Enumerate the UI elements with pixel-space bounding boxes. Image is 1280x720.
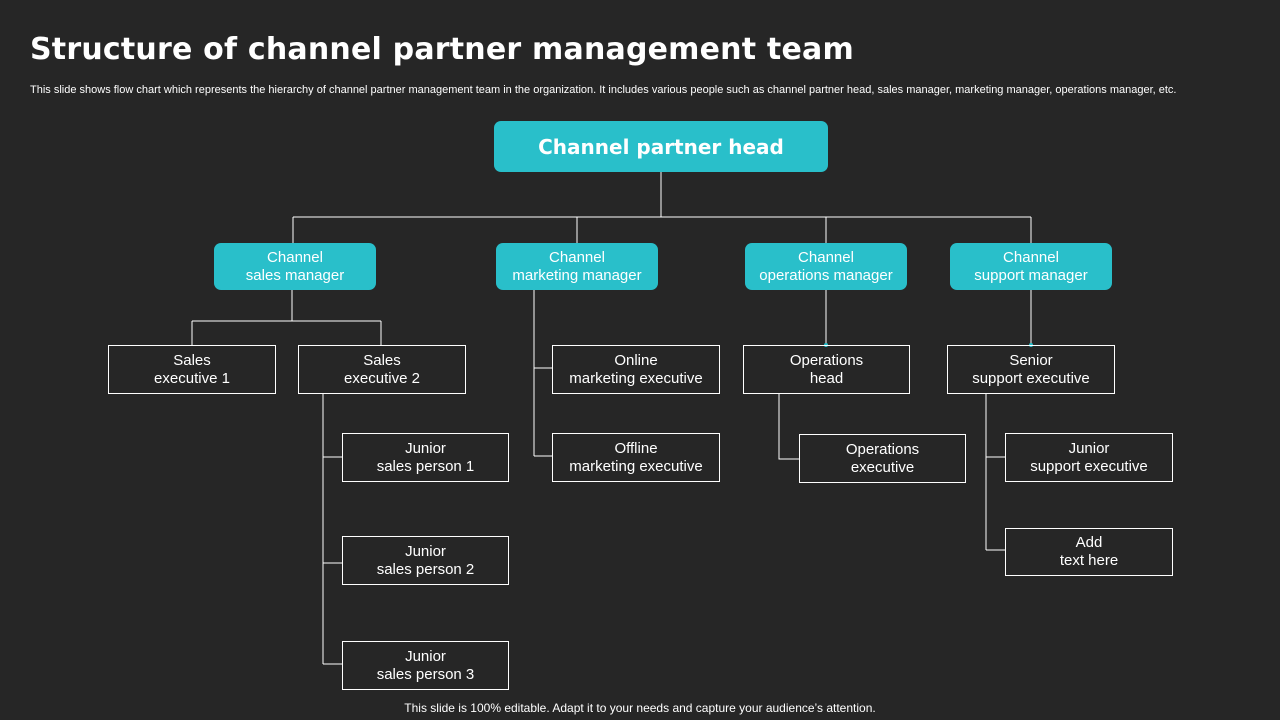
sales-manager-box[interactable]: Channel sales manager: [214, 243, 376, 290]
junior-sales-person-1-line1: Junior: [405, 439, 446, 457]
offline-marketing-line1: Offline: [614, 439, 658, 457]
marketing-manager-box[interactable]: Channel marketing manager: [496, 243, 658, 290]
support-manager-box[interactable]: Channel support manager: [950, 243, 1112, 290]
junior-sales-person-2-line2: sales person 2: [376, 560, 475, 578]
slide-footer: This slide is 100% editable. Adapt it to…: [404, 701, 876, 715]
connector-operations-spine: [778, 393, 799, 460]
sales-executive-2-box[interactable]: Sales executive 2: [298, 345, 466, 394]
sales-executive-1-line2: executive 1: [154, 369, 230, 387]
junior-sales-person-1-box[interactable]: Junior sales person 1: [342, 433, 509, 482]
junior-sales-person-1-line2: sales person 1: [376, 457, 475, 475]
offline-marketing-executive-box[interactable]: Offline marketing executive: [552, 433, 720, 482]
sales-manager-line2: sales manager: [245, 266, 345, 284]
junior-sales-person-3-line1: Junior: [405, 647, 446, 665]
operations-head-box[interactable]: Operations head: [743, 345, 910, 394]
sales-executive-1-box[interactable]: Sales executive 1: [108, 345, 276, 394]
operations-manager-box[interactable]: Channel operations manager: [745, 243, 907, 290]
marketing-manager-line2: marketing manager: [512, 266, 642, 284]
offline-marketing-line2: marketing executive: [569, 457, 703, 475]
slide-title: Structure of channel partner management …: [30, 32, 854, 67]
junior-support-line2: support executive: [1030, 457, 1148, 475]
add-text-line2: text here: [1059, 552, 1119, 569]
operations-manager-line2: operations manager: [759, 266, 893, 284]
sales-executive-2-line1: Sales: [363, 351, 401, 369]
operations-executive-line2: executive: [850, 458, 915, 476]
junior-sales-person-2-line1: Junior: [405, 542, 446, 560]
junior-sales-person-3-box[interactable]: Junior sales person 3: [342, 641, 509, 690]
channel-partner-head-label: Channel partner head: [538, 134, 784, 159]
senior-support-line2: support executive: [972, 369, 1090, 387]
junior-support-executive-box[interactable]: Junior support executive: [1005, 433, 1173, 482]
online-marketing-line2: marketing executive: [569, 369, 703, 387]
senior-support-line1: Senior: [1009, 351, 1053, 369]
add-text-placeholder-box[interactable]: Add text here: [1005, 528, 1173, 576]
operations-head-line2: head: [809, 369, 844, 387]
online-marketing-line1: Online: [614, 351, 658, 369]
operations-head-line1: Operations: [789, 351, 864, 369]
operations-manager-line1: Channel: [798, 248, 854, 266]
operations-executive-box[interactable]: Operations executive: [799, 434, 966, 483]
sales-executive-2-line2: executive 2: [344, 369, 420, 387]
operations-executive-line1: Operations: [845, 440, 920, 458]
sales-executive-1-line1: Sales: [173, 351, 211, 369]
junior-sales-person-3-line2: sales person 3: [376, 665, 475, 683]
junior-sales-person-2-box[interactable]: Junior sales person 2: [342, 536, 509, 585]
online-marketing-executive-box[interactable]: Online marketing executive: [552, 345, 720, 394]
marketing-manager-line1: Channel: [549, 248, 605, 266]
junior-support-line1: Junior: [1068, 439, 1110, 457]
support-manager-line2: support manager: [974, 266, 1088, 284]
slide-description: This slide shows flow chart which repres…: [30, 84, 1177, 96]
support-manager-line1: Channel: [1003, 248, 1059, 266]
channel-partner-head-box[interactable]: Channel partner head: [494, 121, 828, 172]
sales-manager-line1: Channel: [267, 248, 323, 266]
add-text-line1: Add: [1075, 534, 1103, 551]
senior-support-executive-box[interactable]: Senior support executive: [947, 345, 1115, 394]
